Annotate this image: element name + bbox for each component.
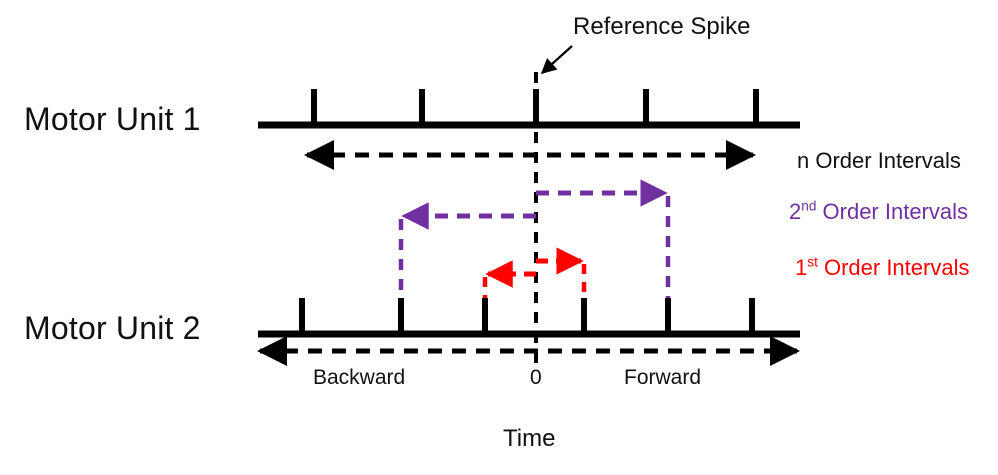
first-order-backward-bracket bbox=[482, 260, 536, 305]
second-order-forward-bracket bbox=[536, 179, 671, 305]
reference-spike-callout-arrow bbox=[540, 45, 573, 75]
spike-train-motor-unit-1 bbox=[258, 89, 800, 129]
spike-train-motor-unit-2 bbox=[258, 298, 800, 338]
time-axis-label: Time bbox=[503, 425, 556, 452]
legend-2nd-superscript: nd bbox=[801, 198, 817, 214]
first-order-forward-bracket bbox=[536, 247, 587, 305]
reference-spike-label: Reference Spike bbox=[573, 13, 751, 40]
zero-label: 0 bbox=[530, 366, 542, 389]
legend-1st-prefix: 1 bbox=[795, 255, 808, 280]
forward-label: Forward bbox=[624, 366, 702, 389]
motor-unit-1-label: Motor Unit 1 bbox=[24, 101, 201, 137]
legend-2nd-prefix: 2 bbox=[789, 199, 802, 224]
second-order-backward-bracket bbox=[398, 202, 536, 305]
legend-n-order-intervals: n Order Intervals bbox=[797, 148, 961, 173]
legend-2nd-suffix: Order Intervals bbox=[816, 199, 969, 224]
legend-1st-order-intervals: 1st Order Intervals bbox=[795, 255, 969, 281]
legend-1st-suffix: Order Intervals bbox=[817, 255, 970, 280]
backward-label: Backward bbox=[313, 366, 406, 389]
legend-1st-superscript: st bbox=[807, 254, 818, 270]
motor-unit-2-label: Motor Unit 2 bbox=[24, 310, 201, 346]
legend-2nd-order-intervals: 2nd Order Intervals bbox=[789, 199, 968, 225]
